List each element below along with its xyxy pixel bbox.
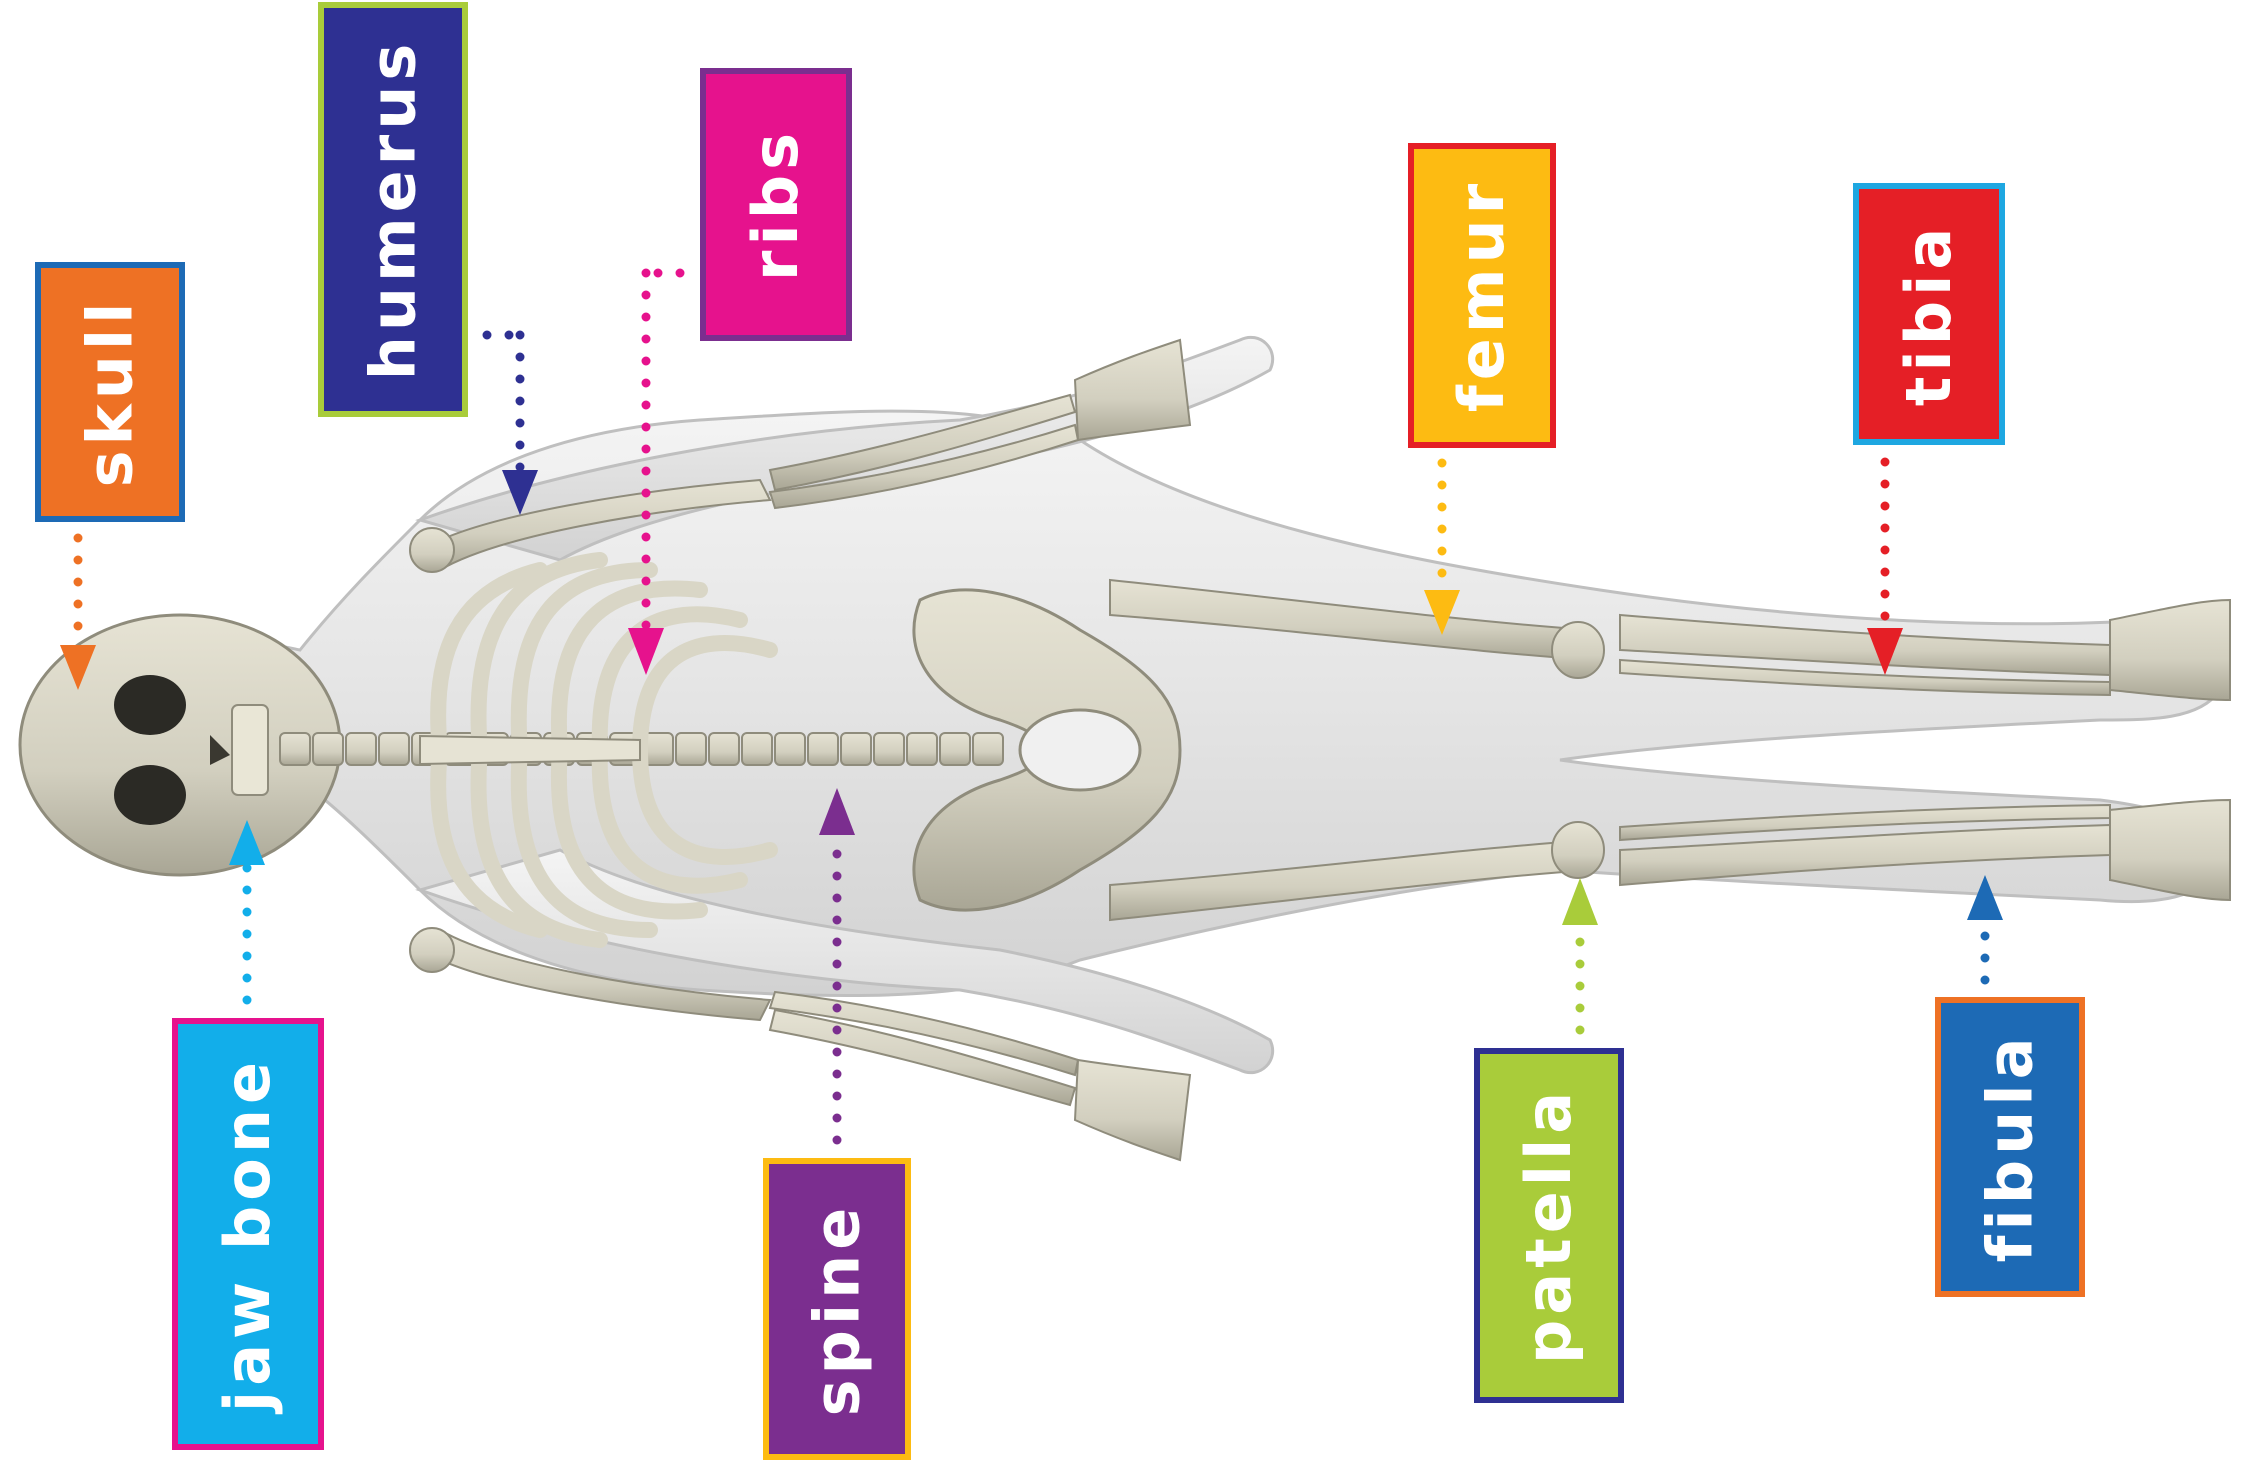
label-jaw-bone: jaw bone [172,1018,324,1450]
label-ribs: ribs [700,68,852,341]
label-femur-text: femur [1446,179,1519,412]
label-ribs-text: ribs [740,128,813,281]
label-skull-text: skull [74,297,147,487]
label-jaw-bone-text: jaw bone [212,1056,285,1411]
label-spine: spine [763,1158,911,1460]
label-tibia: tibia [1853,183,2005,445]
label-patella: patella [1474,1048,1624,1403]
label-spine-text: spine [801,1202,874,1416]
label-tibia-text: tibia [1893,222,1966,405]
label-femur: femur [1408,143,1556,448]
label-fibula-text: fibula [1974,1032,2047,1262]
label-fibula: fibula [1935,997,2085,1297]
sternum-bone [420,736,640,764]
label-skull: skull [35,262,185,522]
label-humerus-text: humerus [357,39,430,381]
label-patella-text: patella [1513,1087,1586,1364]
label-humerus: humerus [318,2,468,417]
leader-line-patella [1562,878,1598,1030]
